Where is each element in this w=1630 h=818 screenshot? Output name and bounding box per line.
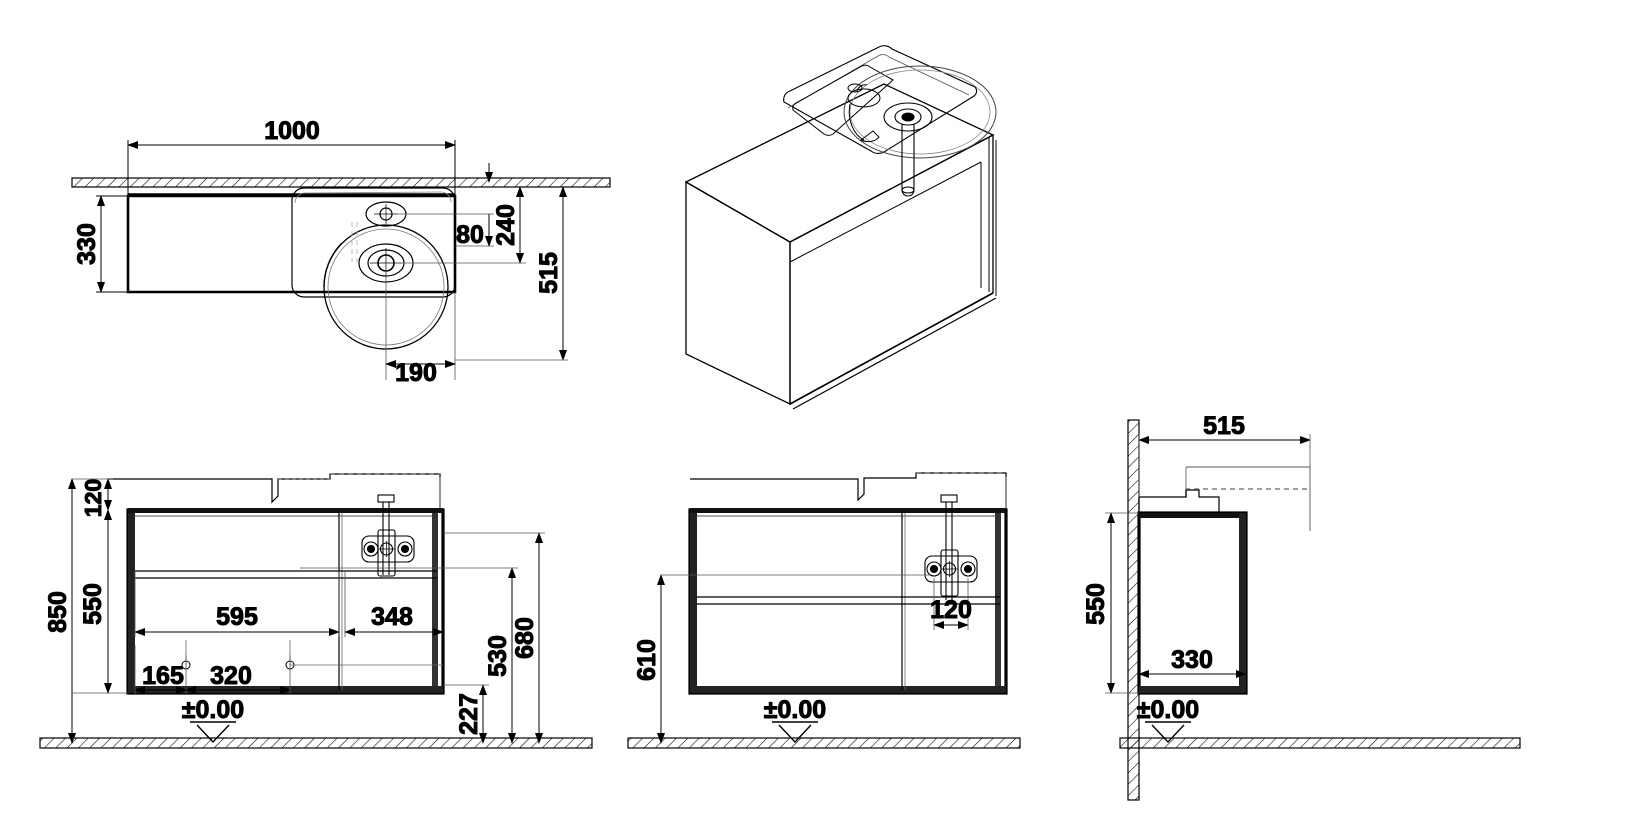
dim-label-120-mid: 120 xyxy=(930,596,972,624)
dim-label-330-side: 330 xyxy=(1171,646,1213,674)
dim-label-595: 595 xyxy=(216,603,258,631)
dim-label-80: 80 xyxy=(456,221,484,249)
dim-label-550-side: 550 xyxy=(1082,583,1110,625)
dim-label-165: 165 xyxy=(142,662,184,690)
dim-label-850: 850 xyxy=(44,591,72,633)
countertop-profile-side xyxy=(1138,466,1311,531)
dim-515-side xyxy=(1138,434,1311,497)
dim-1000 xyxy=(127,140,456,196)
dim-label-320: 320 xyxy=(210,662,252,690)
dim-530 xyxy=(300,567,518,744)
level-mark-side xyxy=(1145,721,1191,744)
hidden-lines-plan xyxy=(351,222,358,262)
level-label-mid: ±0.00 xyxy=(764,696,826,724)
dim-240 xyxy=(396,186,526,264)
basin-top-outline xyxy=(291,187,456,298)
cabinet-front-body-mid xyxy=(688,508,1008,695)
view-isometric xyxy=(684,45,997,410)
countertop-profile-mid xyxy=(690,472,1007,510)
cabinet-side-body xyxy=(1137,511,1248,695)
hinge-hardware-mid xyxy=(924,494,978,600)
floor-hatch-mid xyxy=(627,737,1021,749)
floor-hatch-side xyxy=(1119,737,1521,749)
dim-label-120-left: 120 xyxy=(80,479,106,517)
dim-330 xyxy=(96,195,128,293)
dim-label-227: 227 xyxy=(455,693,483,735)
dim-348 xyxy=(344,571,444,637)
iso-basin xyxy=(783,45,997,159)
view-front-left: 850 120 550 595 348 xyxy=(39,473,593,749)
dim-label-610: 610 xyxy=(633,639,661,681)
dim-227 xyxy=(443,684,489,744)
countertop-profile-left xyxy=(108,473,441,510)
dim-label-515: 515 xyxy=(535,252,563,294)
dim-label-1000: 1000 xyxy=(264,117,320,145)
dim-label-190: 190 xyxy=(395,359,437,387)
dim-label-348: 348 xyxy=(371,603,413,631)
floor-hatch-left xyxy=(39,737,593,749)
dim-120-left xyxy=(72,478,113,511)
wall-hatch-top xyxy=(71,177,611,188)
dim-120-mid xyxy=(933,578,969,630)
dim-680 xyxy=(443,532,545,744)
dim-595 xyxy=(134,571,340,637)
view-top: 1000 330 515 240 80 xyxy=(71,117,611,388)
dim-80 xyxy=(396,213,494,247)
dim-label-680: 680 xyxy=(511,617,539,659)
level-mark-left xyxy=(190,721,236,744)
dim-label-550-left: 550 xyxy=(79,583,107,625)
dim-320 xyxy=(185,655,291,695)
level-label-side: ±0.00 xyxy=(1137,696,1199,724)
iso-cabinet-body xyxy=(684,83,997,410)
dim-515 xyxy=(455,186,568,361)
view-front-right: 610 120 ±0.00 xyxy=(627,472,1021,749)
dim-610 xyxy=(657,574,930,744)
dim-550-left xyxy=(72,509,128,694)
view-side: 515 550 330 ±0.00 xyxy=(1082,412,1521,801)
level-mark-mid xyxy=(772,721,818,744)
wall-hatch-side xyxy=(1127,419,1140,801)
hinge-hardware-left xyxy=(361,494,415,577)
dim-label-530: 530 xyxy=(484,635,512,677)
dim-190 xyxy=(385,263,456,380)
dim-label-330: 330 xyxy=(73,223,101,265)
dim-550-side xyxy=(1105,512,1139,694)
level-label-left: ±0.00 xyxy=(182,696,244,724)
dim-label-515-side: 515 xyxy=(1203,412,1245,440)
dim-label-240: 240 xyxy=(492,204,520,246)
iso-tap-drain xyxy=(847,83,933,197)
